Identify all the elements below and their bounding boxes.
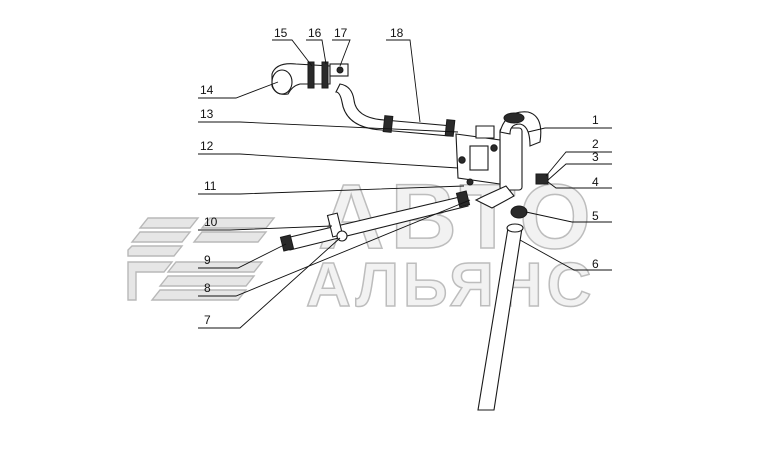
leader-16: [306, 39, 327, 65]
leader-15: [272, 39, 313, 67]
leader-2: [545, 151, 612, 177]
callout-13: 13: [200, 107, 214, 121]
callout-18: 18: [390, 26, 404, 40]
leader-8: [198, 199, 471, 297]
leader-9: [198, 243, 287, 269]
mounting-bracket: [455, 125, 501, 186]
watermark-logo: АВТО АЛЬЯНС: [127, 165, 597, 321]
leader-5: [525, 211, 612, 223]
callout-15: 15: [274, 26, 288, 40]
watermark-line2: АЛЬЯНС: [306, 251, 595, 320]
callout-1: 1: [592, 113, 599, 127]
callout-7: 7: [204, 313, 211, 327]
leader-11: [198, 185, 465, 195]
leader-6: [519, 239, 612, 271]
callout-3: 3: [592, 150, 599, 164]
leader-4: [547, 181, 612, 189]
watermark-line1: АВТО: [318, 166, 597, 268]
callout-5: 5: [592, 209, 599, 223]
callout-2: 2: [592, 137, 599, 151]
callout-8: 8: [204, 281, 211, 295]
leader-lines: [198, 39, 612, 329]
callout-16: 16: [308, 26, 322, 40]
leader-10: [198, 225, 333, 231]
parts-drawing: [271, 61, 549, 411]
callout-17: 17: [334, 26, 348, 40]
callout-12: 12: [200, 139, 214, 153]
leader-13: [198, 121, 459, 133]
callout-10: 10: [204, 215, 218, 229]
vertical-pipe: [477, 223, 524, 411]
filter-housing: [474, 111, 542, 209]
leader-1: [527, 127, 612, 133]
left-elbow-assembly: [271, 61, 349, 95]
leader-7: [198, 237, 341, 329]
leader-14: [198, 81, 279, 99]
leader-18: [386, 39, 421, 123]
upper-hose: [335, 83, 456, 137]
callout-6: 6: [592, 257, 599, 271]
callout-14: 14: [200, 83, 214, 97]
callout-4: 4: [592, 175, 599, 189]
callout-11: 11: [204, 179, 217, 193]
leader-3: [547, 163, 612, 181]
callout-labels: 1 2 3 4 5 6 7 8 9 10 11 12 13 14 15 16 1…: [200, 26, 599, 327]
watermark-emblem: [127, 217, 276, 301]
callout-9: 9: [204, 253, 211, 267]
leader-17: [332, 39, 351, 67]
leader-12: [198, 153, 459, 169]
